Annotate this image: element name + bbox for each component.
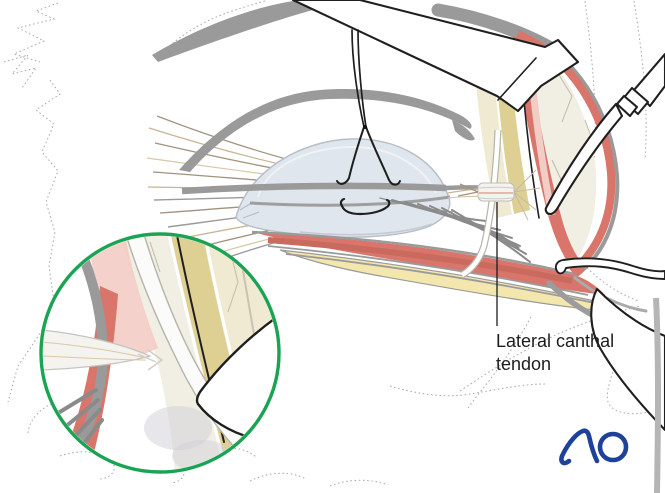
instruments bbox=[291, 0, 665, 432]
ao-logo bbox=[559, 428, 629, 466]
lateral-canthal-tendon bbox=[457, 169, 541, 221]
retractor-instrument bbox=[554, 257, 665, 432]
label-lateral-canthal-tendon-line1: Lateral canthal bbox=[496, 331, 614, 351]
eyebrow-band bbox=[152, 0, 352, 62]
elevator-instrument bbox=[544, 52, 665, 216]
eyelid-crease-hook bbox=[452, 120, 475, 141]
suture-thread bbox=[336, 29, 401, 216]
eyelashes bbox=[379, 197, 531, 263]
magnifier-inset bbox=[39, 232, 281, 474]
label-lateral-canthal-tendon-line2: tendon bbox=[496, 354, 551, 374]
lower-eyelid-canthotomy bbox=[251, 230, 620, 313]
annotation-group: Lateral canthal tendon bbox=[496, 202, 614, 374]
needle-holder-instrument bbox=[291, 0, 580, 113]
face-edge-contour bbox=[653, 297, 661, 493]
